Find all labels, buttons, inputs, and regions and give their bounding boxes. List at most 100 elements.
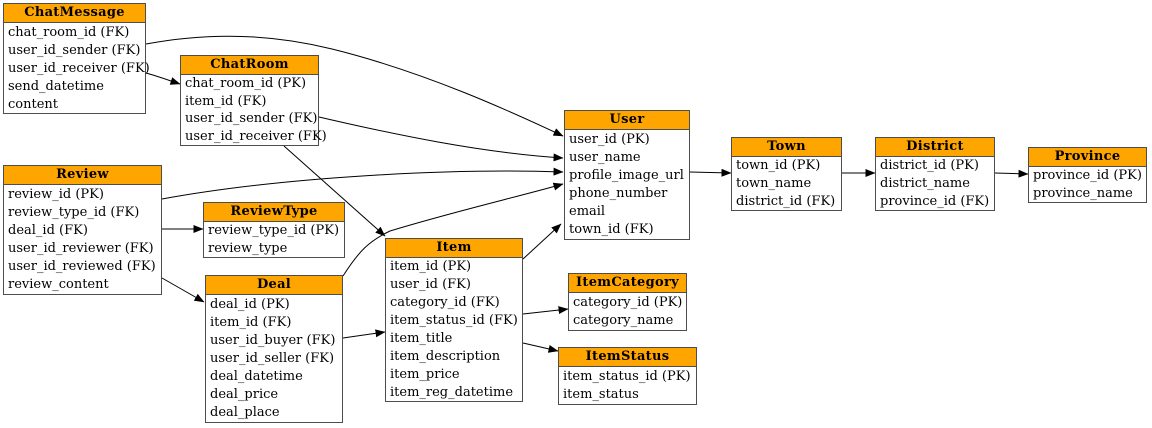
entity-review-field: deal_id (FK): [8, 222, 88, 238]
entity-deal-field: deal_price: [210, 387, 279, 403]
entity-chatmessage-field: user_id_receiver (FK): [8, 60, 150, 76]
entity-itemcategory-title: ItemCategory: [569, 274, 686, 293]
entity-itemstatus-fields: item_status_id (PK) item_status: [559, 367, 696, 404]
entity-reviewtype-title: ReviewType: [204, 203, 344, 222]
entity-itemcategory-field: category_name: [573, 313, 674, 329]
entity-chatmessage-title: ChatMessage: [4, 4, 145, 23]
entity-item-field: item_id (PK): [390, 259, 472, 275]
entity-province-field: province_id (PK): [1033, 168, 1142, 184]
entity-itemcategory-fields: category_id (PK) category_name: [569, 293, 686, 330]
edge-item-to-itemstatus: [522, 342, 559, 353]
entity-itemstatus-field: item_status_id (PK): [563, 368, 691, 384]
entity-review-title: Review: [4, 166, 161, 185]
entity-itemcategory-field: category_id (PK): [573, 294, 683, 310]
entity-user-field: town_id (FK): [569, 222, 654, 238]
edge-deal-to-item: [342, 329, 386, 339]
entity-chatroom-field: user_id_receiver (FK): [185, 128, 327, 144]
entity-chatroom-fields: chat_room_id (PK)item_id (FK) user_id_sen…: [181, 75, 327, 145]
entity-deal-title: Deal: [206, 276, 342, 295]
entity-user-field: phone_number: [569, 186, 668, 202]
entity-item-field: item_status_id (FK): [390, 313, 518, 329]
entity-chatmessage-field: user_id_sender (FK): [8, 42, 141, 58]
entity-item-field: user_id (FK): [390, 277, 471, 293]
entity-review-field: user_id_reviewed (FK): [8, 259, 156, 275]
edge-item-to-user: [522, 223, 562, 260]
entity-user-field: email: [569, 204, 606, 220]
entity-reviewtype-field: review_type: [208, 240, 288, 256]
entity-item-field: item_price: [390, 366, 460, 382]
entity-deal-field: user_id_seller (FK): [210, 350, 335, 366]
edge-review-to-deal: [161, 277, 205, 303]
entity-user-title: User: [565, 111, 689, 130]
entity-deal-fields: deal_id (PK)item_id (FK)user_id_buyer (F…: [206, 295, 342, 422]
entity-item-title: Item: [386, 239, 522, 258]
entity-review-field: review_content: [8, 277, 109, 293]
entity-item-field: category_id (FK): [390, 295, 500, 311]
entity-deal-field: deal_id (PK): [210, 296, 290, 312]
entity-chatroom-field: chat_room_id (PK): [185, 76, 307, 92]
entity-chatmessage-fields: chat_room_id (FK) user_id_sender (FK) user…: [4, 23, 150, 113]
entity-reviewtype-fields: review_type_id (PK)review_type: [204, 222, 344, 257]
entity-review-field: review_type_id (FK): [8, 204, 140, 220]
entity-district-field: district_name: [880, 176, 970, 191]
entity-district-field: province_id (FK): [880, 193, 990, 209]
entity-user-field: user_name: [569, 149, 641, 165]
entity-province-field: province_name: [1033, 185, 1133, 201]
entity-review-field: user_id_reviewer (FK): [8, 241, 154, 257]
entity-item-fields: item_id (PK) user_id (FK) category_id (FK)…: [386, 258, 522, 401]
edge-chatmessage-to-user: [145, 35, 564, 137]
entity-reviewtype-field: review_type_id (PK): [208, 223, 340, 239]
edge-item-to-itemcategory: [522, 306, 569, 315]
entity-itemstatus-title: ItemStatus: [559, 348, 696, 367]
entity-chatroom-field: item_id (FK): [185, 93, 267, 109]
entity-item-field: item_description: [390, 348, 501, 364]
entity-province-title: Province: [1029, 148, 1146, 167]
entity-review-field: review_id (PK): [8, 186, 104, 202]
entity-town-fields: town_id (PK) town_name district_id (FK): [732, 157, 841, 210]
entity-deal-field: user_id_buyer (FK): [210, 332, 336, 348]
edge-user-to-town: [689, 168, 732, 177]
edge-district-to-province: [994, 169, 1029, 178]
edge-deal-to-user: [342, 182, 564, 277]
edge-chatroom-to-user: [318, 116, 564, 162]
edge-chatroom-to-item: [283, 145, 386, 237]
entity-district-title: District: [876, 138, 994, 157]
entity-deal-field: deal_datetime: [210, 369, 303, 385]
entity-district-field: district_id (PK): [880, 158, 979, 174]
entity-town-field: town_name: [736, 176, 812, 191]
entity-itemstatus-field: item_status: [563, 387, 639, 403]
entity-chatroom-field: user_id_sender (FK): [185, 111, 318, 127]
entity-chatmessage-field: send_datetime: [8, 78, 104, 94]
entity-deal-field: deal_place: [210, 405, 280, 421]
entity-review-fields: review_id (PK) review_type_id (FK) deal_id…: [4, 185, 161, 294]
entity-item-field: item_title: [390, 330, 453, 346]
entity-user-field: user_id (PK): [569, 131, 650, 147]
edge-review-to-user: [161, 167, 564, 200]
entity-town-title: Town: [732, 138, 841, 157]
entity-town-field: district_id (FK): [736, 193, 836, 209]
entity-user-field: profile_image_url: [569, 167, 684, 183]
entity-item-field: item_reg_datetime: [390, 384, 514, 400]
entity-district-fields: district_id (PK) district_name province_id…: [876, 157, 994, 210]
entity-chatmessage-field: content: [8, 96, 58, 112]
entity-chatmessage-field: chat_room_id (FK): [8, 24, 130, 40]
entity-chatroom-title: ChatRoom: [181, 56, 318, 75]
entity-town-field: town_id (PK): [736, 158, 821, 174]
edge-chatmessage-to-chatroom: [145, 72, 181, 85]
entity-province-fields: province_id (PK)province_name: [1029, 167, 1146, 202]
